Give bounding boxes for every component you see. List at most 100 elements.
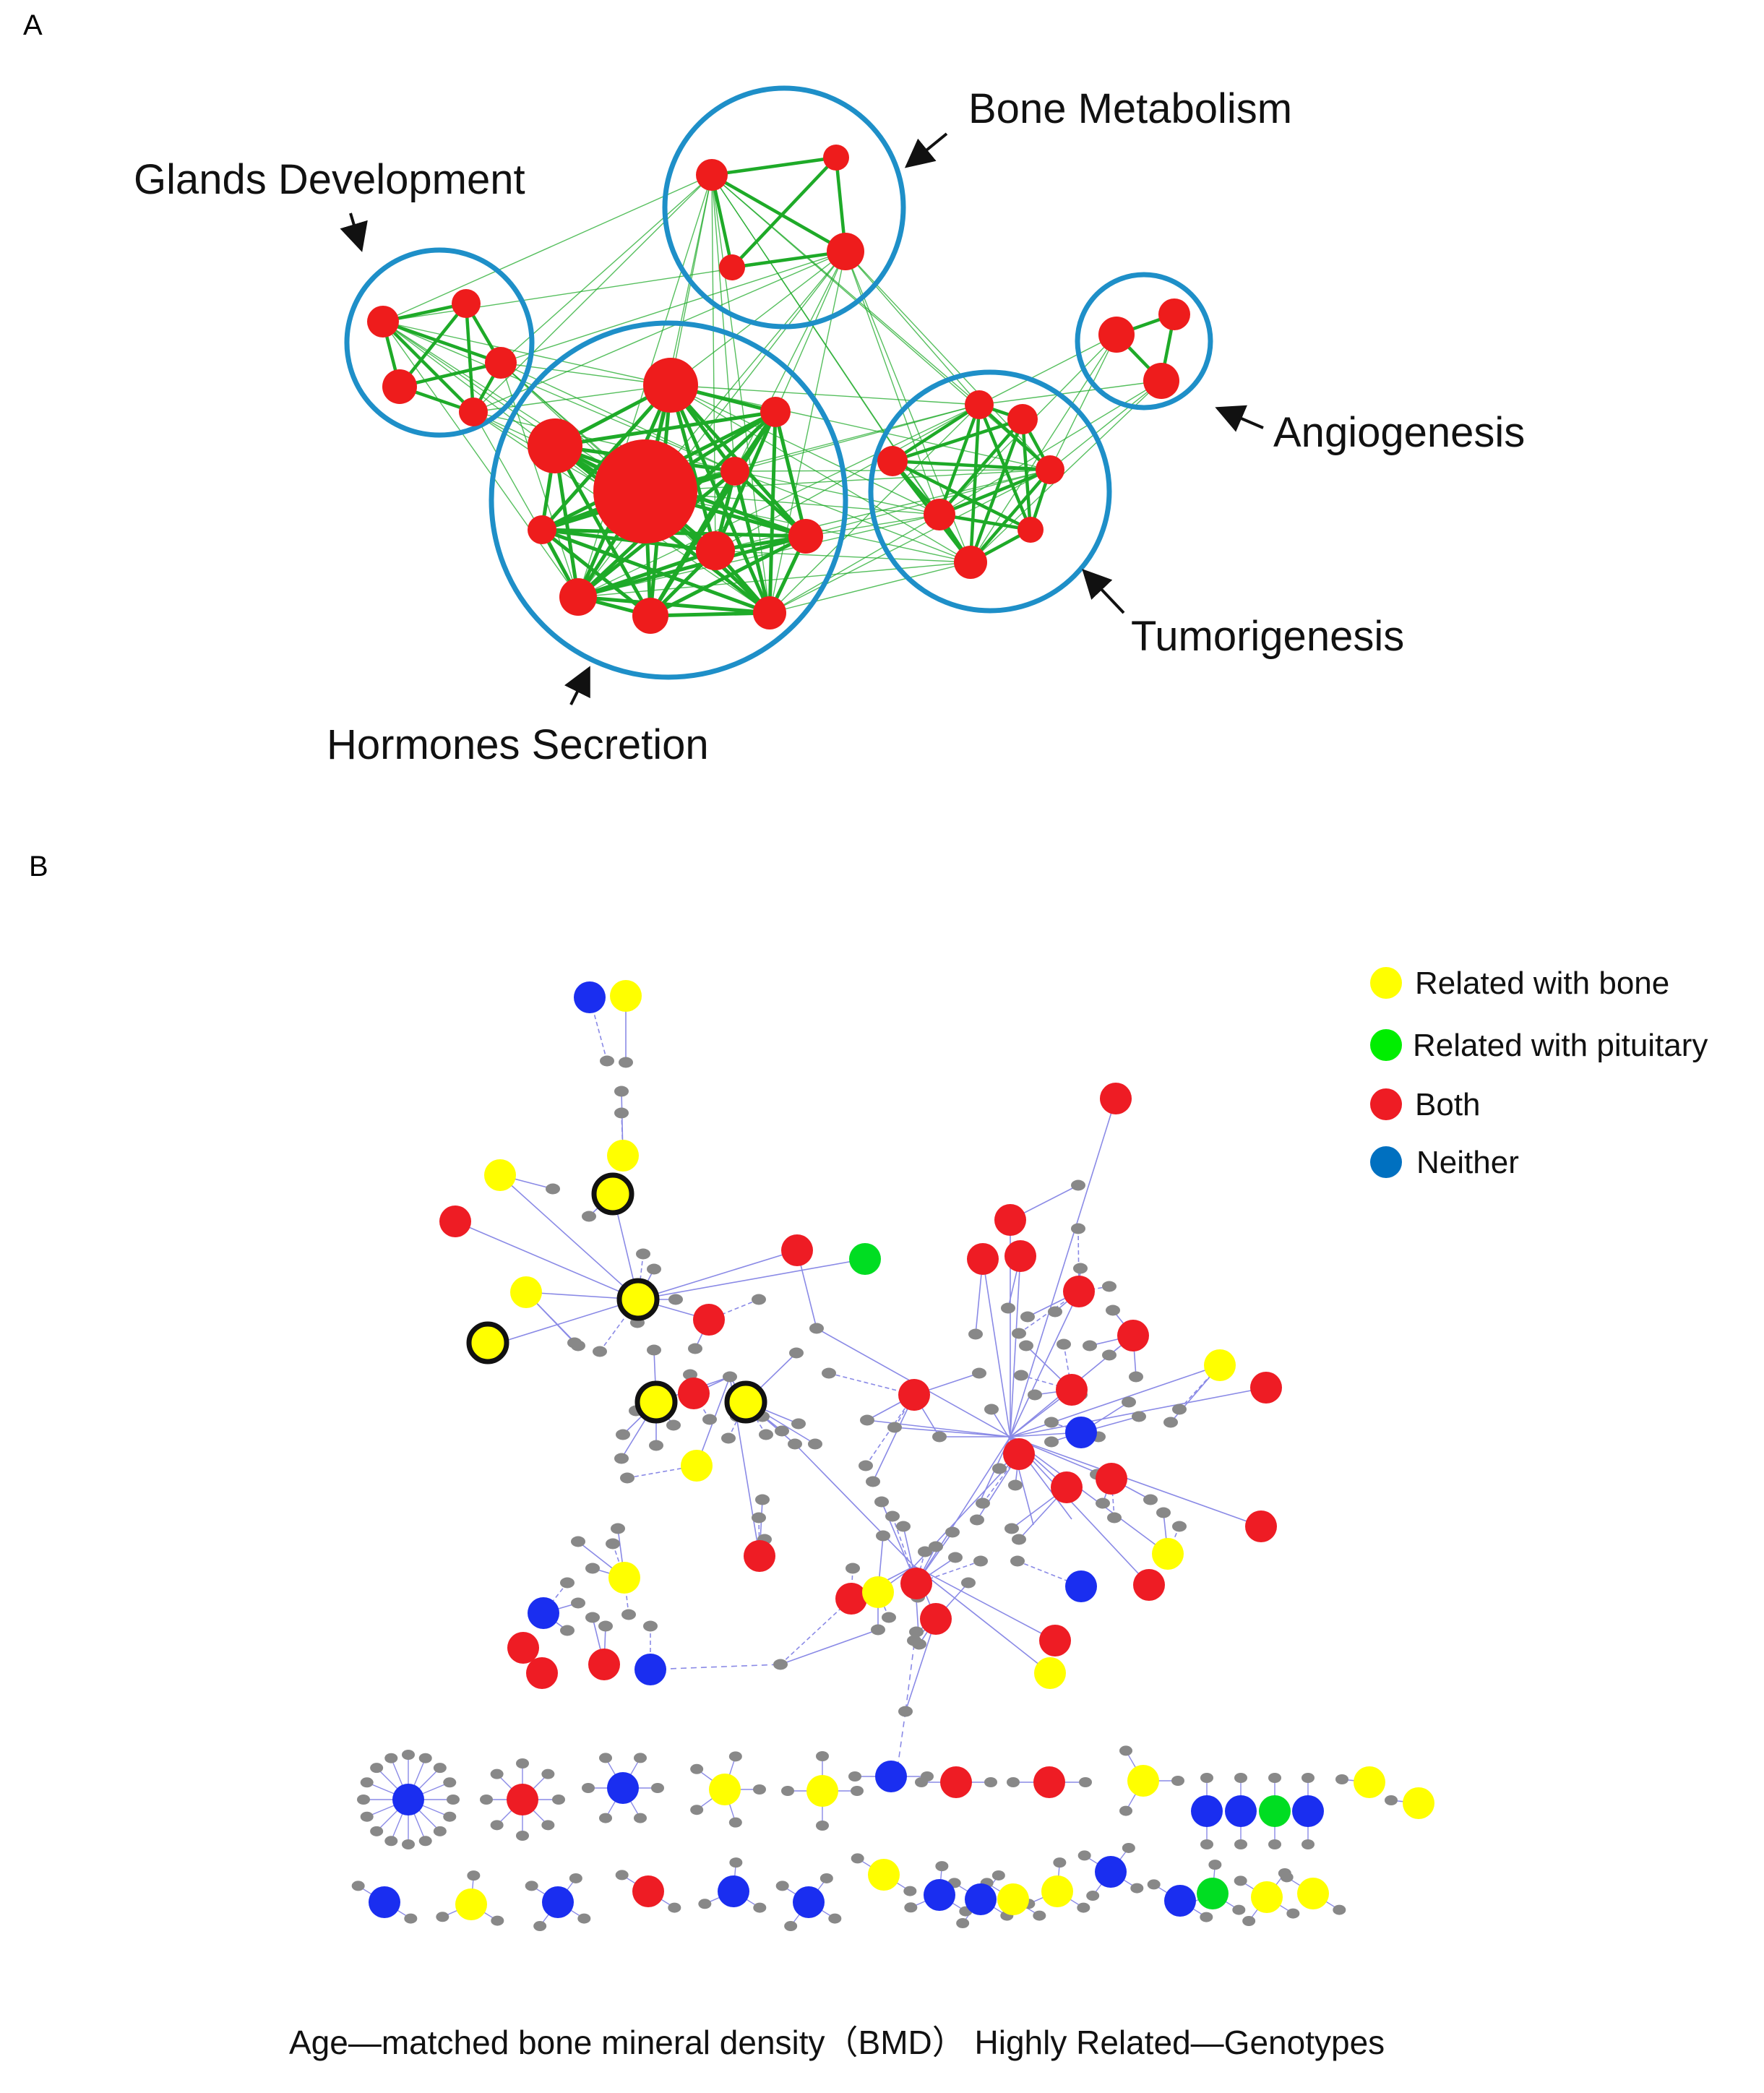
edge: [894, 1427, 1011, 1437]
small-node: [1071, 1223, 1085, 1234]
small-node: [1242, 1916, 1256, 1927]
node-hormones: [788, 519, 823, 554]
small-node: [552, 1795, 565, 1805]
edge: [645, 469, 1051, 492]
small-node: [418, 1836, 432, 1847]
small-node: [516, 1831, 529, 1841]
small-node: [384, 1753, 398, 1763]
node-glands: [382, 369, 417, 404]
gene-node-both: [940, 1766, 972, 1798]
small-node: [668, 1294, 683, 1305]
small-node: [1007, 1777, 1020, 1787]
edge: [670, 384, 971, 563]
small-node: [1119, 1745, 1132, 1756]
gene-node-bone: [607, 1140, 639, 1172]
small-node: [775, 1425, 789, 1437]
small-node: [1102, 1349, 1117, 1361]
small-node: [480, 1795, 493, 1805]
node-bone: [696, 159, 728, 191]
cluster-label-bone: Bone Metabolism: [968, 85, 1292, 132]
edge: [968, 404, 981, 563]
edge: [577, 404, 980, 598]
node-tumor: [1007, 404, 1038, 434]
gene-node-neither: [1191, 1795, 1223, 1827]
small-node: [1048, 1306, 1062, 1318]
small-node: [599, 1813, 612, 1823]
small-node: [1086, 1891, 1100, 1901]
edge: [913, 1565, 1051, 1674]
edge: [715, 404, 980, 551]
gene-node-neither: [607, 1772, 639, 1804]
gene-node-bone: [1152, 1538, 1184, 1570]
small-node: [1012, 1534, 1026, 1545]
small-node: [360, 1777, 374, 1788]
gene-node-both: [632, 1875, 664, 1907]
edge: [650, 611, 770, 618]
small-node: [874, 1496, 889, 1508]
edge: [892, 417, 1023, 463]
edge: [711, 174, 716, 551]
node-tumor: [1036, 455, 1064, 484]
edge: [649, 534, 807, 618]
edge: [1010, 1436, 1169, 1555]
edge: [382, 320, 475, 413]
node-glands: [485, 347, 517, 379]
small-node: [585, 1612, 600, 1623]
edge: [670, 384, 980, 405]
small-node: [600, 1055, 614, 1067]
small-node: [614, 1107, 629, 1119]
edge: [670, 251, 846, 386]
gene-node-bone: [709, 1774, 741, 1805]
small-node: [1335, 1774, 1348, 1784]
gene-node-neither: [392, 1784, 424, 1815]
small-node: [402, 1750, 415, 1760]
small-node: [728, 1817, 742, 1828]
small-node: [433, 1826, 447, 1836]
small-node: [1385, 1795, 1398, 1805]
arrow: [904, 132, 948, 168]
small-node: [871, 1624, 885, 1636]
gene-node-both: [588, 1649, 620, 1680]
small-node: [360, 1811, 374, 1822]
cluster-ring-hormones: [489, 320, 848, 680]
panel-b-small-nodes: [351, 1055, 1398, 1932]
edge: [769, 514, 940, 614]
small-node: [773, 1659, 788, 1670]
node-hormones: [593, 439, 697, 543]
small-node: [620, 1472, 634, 1484]
arrow: [1215, 405, 1264, 432]
gene-node-both: [1133, 1569, 1165, 1601]
small-node: [851, 1853, 864, 1864]
edge: [1010, 1291, 1080, 1437]
edge: [970, 380, 1162, 563]
small-node: [1208, 1860, 1222, 1870]
legend-label-both: Both: [1415, 1087, 1481, 1122]
gene-node-both: [744, 1540, 775, 1572]
gene-node-both: [1056, 1374, 1088, 1406]
small-node: [918, 1546, 932, 1557]
arrow: [564, 666, 590, 705]
small-node: [1302, 1773, 1315, 1783]
small-node: [816, 1751, 829, 1761]
edge: [398, 302, 468, 388]
panel-a-label: A: [23, 9, 43, 41]
small-node: [567, 1337, 582, 1349]
gene-node-both: [1003, 1438, 1035, 1470]
edge: [637, 1250, 798, 1300]
gene-node-both: [1245, 1510, 1277, 1542]
edge: [648, 470, 737, 617]
small-node: [1200, 1773, 1213, 1783]
gene-node-bone: [616, 1278, 660, 1321]
node-hormones: [528, 515, 556, 544]
edge: [382, 174, 713, 322]
edge: [892, 459, 1051, 472]
small-node: [666, 1419, 681, 1431]
small-node: [1044, 1436, 1059, 1448]
edge: [1017, 1560, 1082, 1587]
edge: [1010, 1436, 1262, 1527]
small-node: [828, 1913, 842, 1924]
small-node: [1286, 1908, 1300, 1919]
gene-node-bone: [591, 1172, 634, 1216]
small-node: [1014, 1370, 1028, 1381]
small-node: [384, 1836, 398, 1847]
